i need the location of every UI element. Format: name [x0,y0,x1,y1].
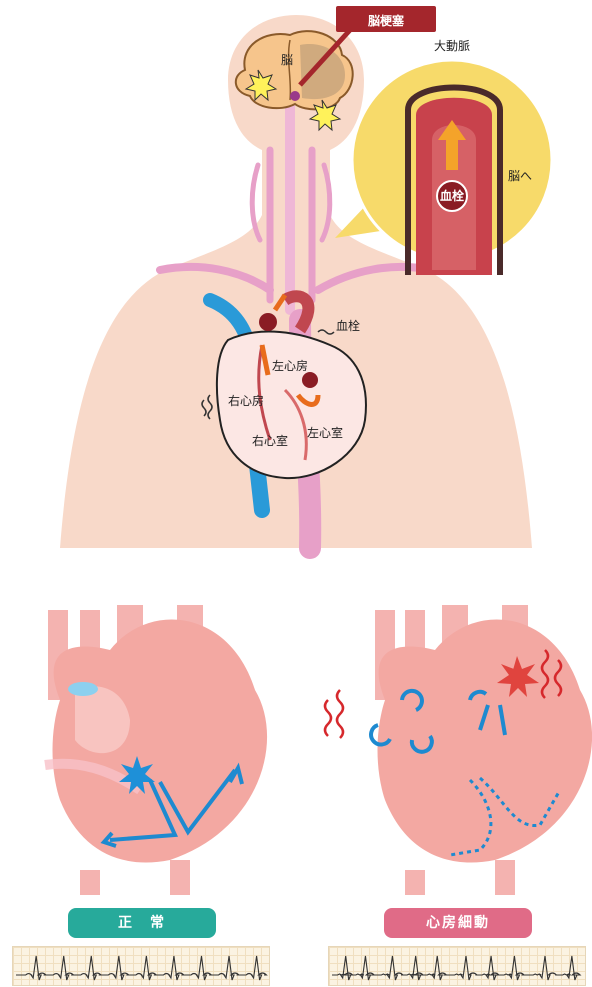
ecg-afib-waveform [332,956,580,980]
ecg-normal-waveform [16,956,266,980]
